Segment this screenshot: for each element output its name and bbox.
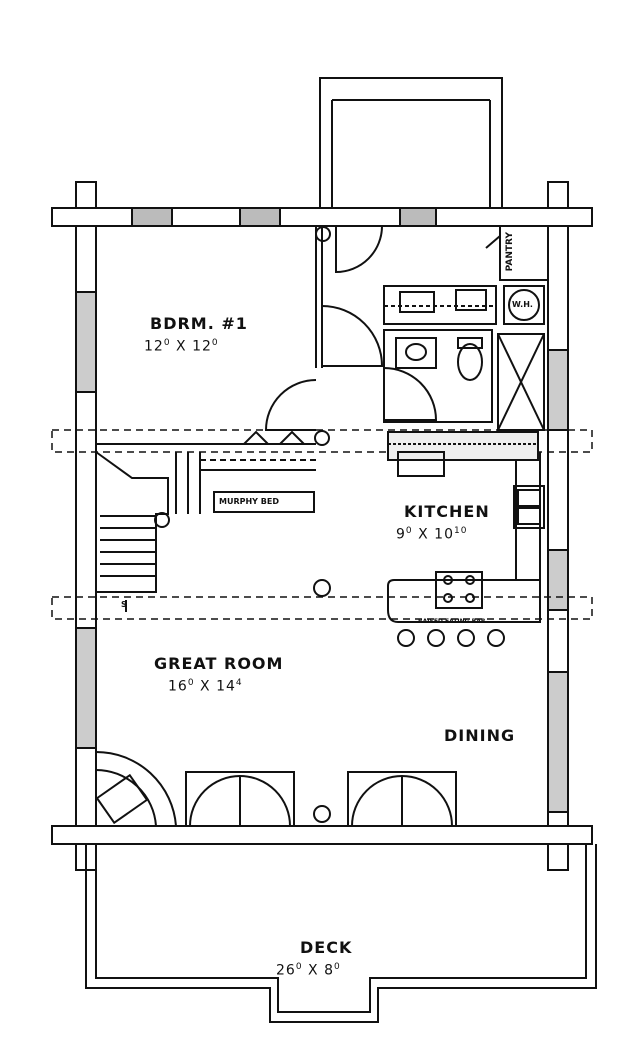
bedroom-dimensions: 120 X 120: [144, 338, 219, 355]
murphy-bed: [200, 430, 316, 513]
kitchen-counters: [387, 431, 545, 580]
pantry: [485, 225, 549, 325]
murphy-bed-label: MURPHY BED: [219, 497, 279, 506]
right-wall: [547, 226, 569, 826]
back-bay-window: [319, 77, 503, 209]
front-wall: [51, 771, 593, 871]
great-room-dimensions: 160 X 144: [168, 678, 243, 695]
great-room-label: GREAT ROOM: [154, 654, 284, 673]
eating-bar-label: RAISED EATING BAR: [418, 618, 486, 625]
pantry-label: PANTRY: [505, 232, 515, 272]
deck-label: DECK: [300, 938, 353, 957]
hall-doors: [264, 305, 438, 446]
bedroom-label: BDRM. #1: [150, 314, 248, 333]
kitchen-dimensions: 90 X 1010: [396, 526, 468, 543]
bathroom: [383, 329, 545, 431]
eating-bar: [313, 571, 541, 647]
deck: [85, 844, 597, 1023]
left-wall: [75, 226, 97, 826]
stair-mark: S: [121, 600, 127, 609]
kitchen-label: KITCHEN: [404, 502, 490, 521]
stairs: [95, 451, 201, 612]
rear-wall: [51, 181, 593, 227]
fireplace: [95, 750, 177, 827]
deck-dimensions: 260 X 80: [276, 962, 341, 979]
water-heater-label: W.H.: [512, 300, 533, 309]
dining-label: DINING: [444, 726, 516, 745]
utility-counter: [383, 285, 497, 325]
bedroom-walls: [96, 225, 383, 445]
